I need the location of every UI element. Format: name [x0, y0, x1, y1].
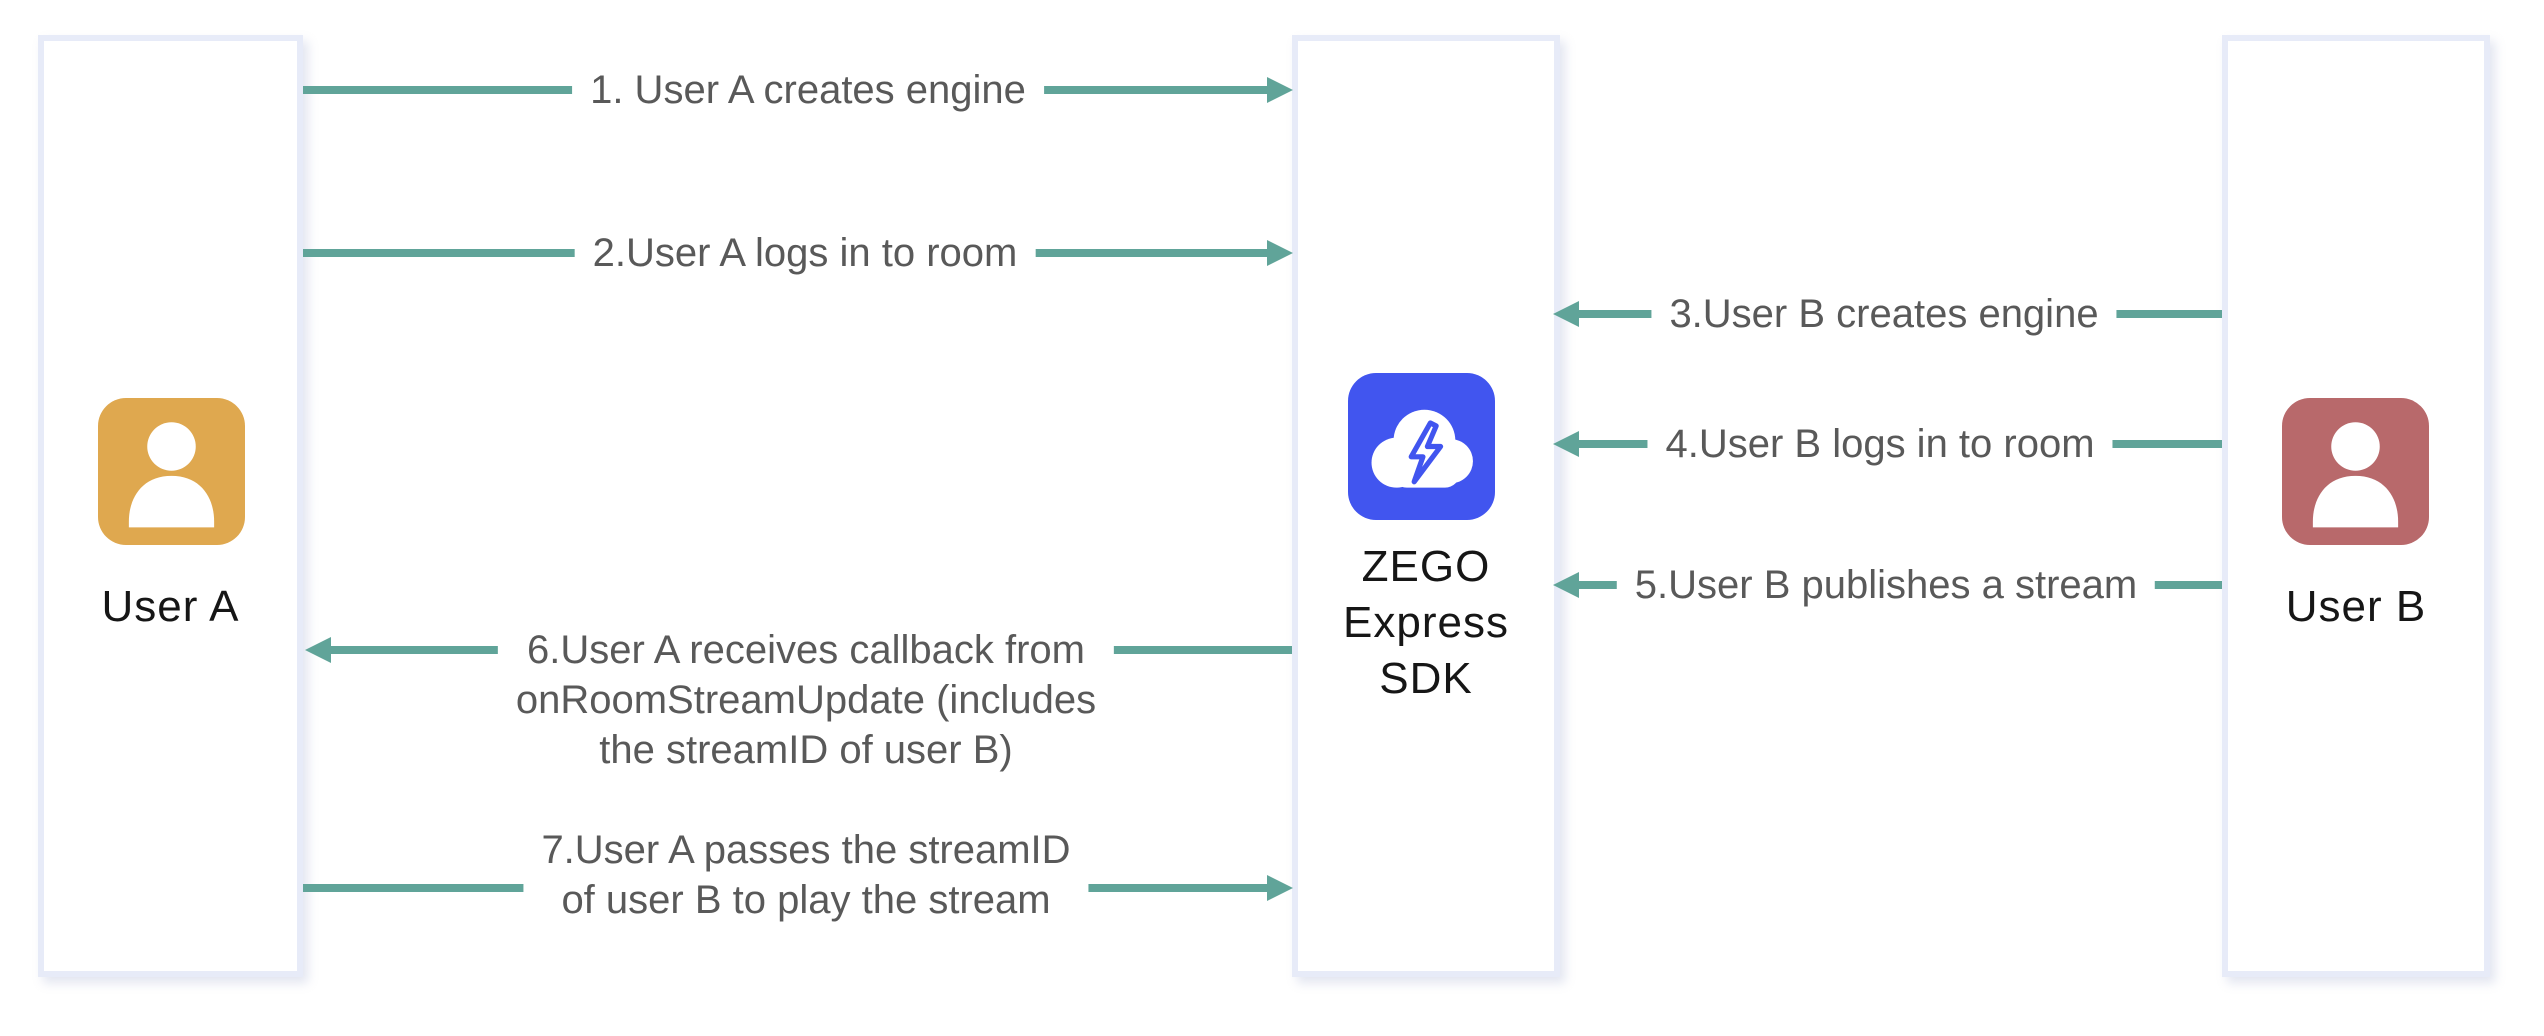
step-2-label: 2.User A logs in to room — [574, 228, 1036, 278]
step-6-label: 6.User A receives callback from onRoomSt… — [497, 625, 1115, 775]
step-1-label: 1. User A creates engine — [572, 65, 1044, 115]
user-b-avatar — [2282, 398, 2429, 545]
person-icon — [98, 398, 245, 545]
step-5-label: 5.User B publishes a stream — [1616, 560, 2156, 610]
person-icon — [2282, 398, 2429, 545]
zego-sdk-box: ZEGO Express SDK — [1292, 35, 1560, 977]
user-b-box: User B — [2222, 35, 2490, 977]
step-7-label: 7.User A passes the streamID of user B t… — [523, 825, 1089, 925]
user-a-box: User A — [38, 35, 303, 977]
step-4-label: 4.User B logs in to room — [1647, 419, 2113, 469]
cloud-lightning-icon — [1348, 373, 1495, 520]
user-a-avatar — [98, 398, 245, 545]
zego-sdk-avatar — [1348, 373, 1495, 520]
user-b-label: User B — [2285, 582, 2427, 631]
zego-sdk-label: ZEGO Express SDK — [1343, 542, 1509, 703]
user-a-label: User A — [101, 582, 240, 631]
step-3-label: 3.User B creates engine — [1651, 289, 2117, 339]
